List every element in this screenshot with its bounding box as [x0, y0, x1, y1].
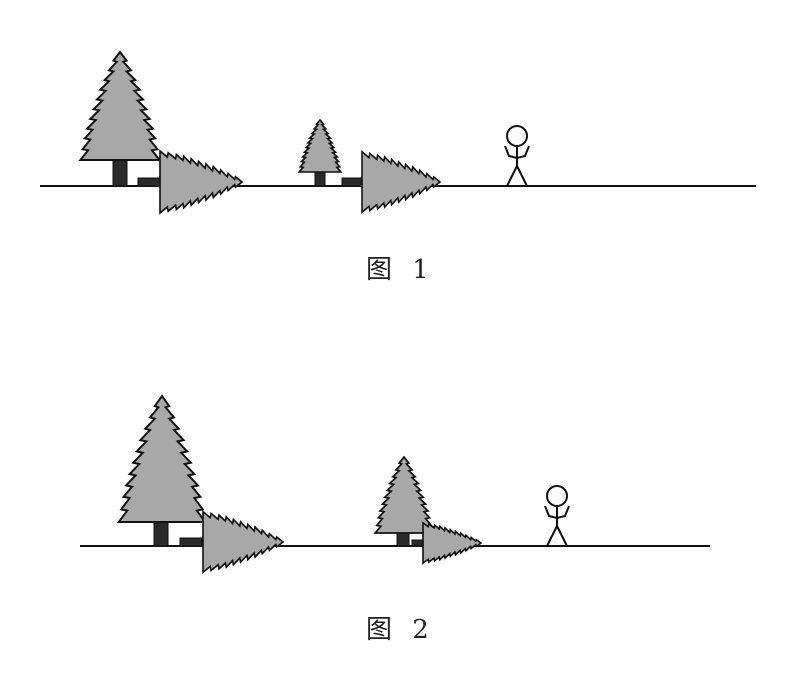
- person-figure: [505, 126, 529, 186]
- felled-tree: [412, 523, 481, 563]
- figure-1: 图 1: [40, 52, 756, 285]
- felled-tree: [342, 152, 440, 212]
- figure-caption: 图 1: [366, 255, 435, 285]
- figure-2: 图 2: [80, 396, 710, 645]
- figure-caption: 图 2: [366, 615, 435, 645]
- standing-tree: [119, 396, 205, 546]
- person-figure: [545, 486, 569, 546]
- standing-tree: [80, 52, 159, 186]
- standing-tree: [299, 120, 341, 186]
